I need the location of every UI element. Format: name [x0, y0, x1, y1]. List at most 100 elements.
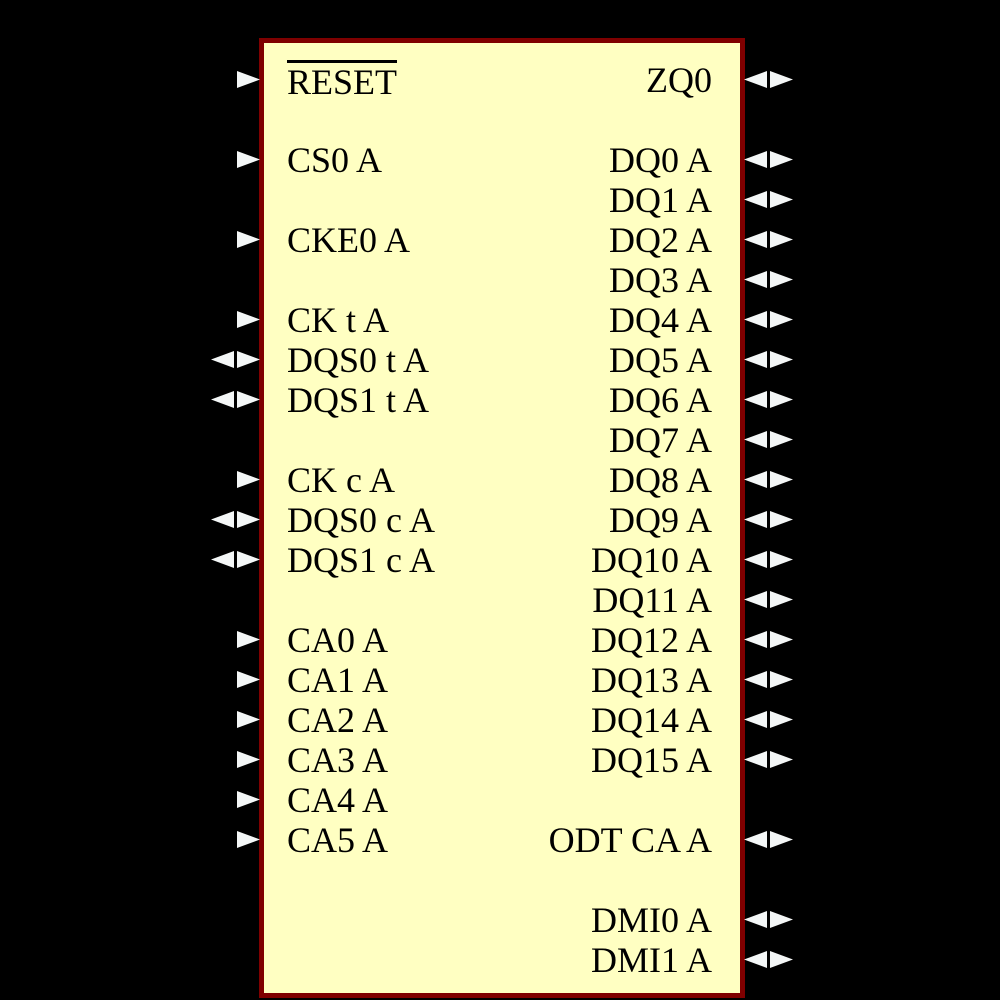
- pin-label: CA4 A: [287, 780, 389, 820]
- pin-label: DQ13 A: [590, 660, 712, 700]
- arrowhead-left-icon: [744, 831, 767, 848]
- input-arrow-icon: [237, 231, 260, 248]
- arrowhead-left-icon: [744, 711, 767, 728]
- pin-label: DQ5 A: [608, 340, 712, 380]
- bidirectional-arrow-icon: [744, 631, 793, 648]
- arrowhead-right-icon: [770, 431, 793, 448]
- arrowhead-right-icon: [237, 231, 260, 248]
- arrowhead-right-icon: [770, 271, 793, 288]
- arrowhead-left-icon: [744, 911, 767, 928]
- bidirectional-arrow-icon: [744, 391, 793, 408]
- pin-label: DQ7 A: [608, 420, 712, 460]
- arrowhead-right-icon: [237, 631, 260, 648]
- pin-label: DQS1 c A: [287, 540, 436, 580]
- arrowhead-right-icon: [770, 711, 793, 728]
- pin-label: DQ2 A: [608, 220, 712, 260]
- arrowhead-right-icon: [237, 351, 260, 368]
- arrowhead-left-icon: [744, 431, 767, 448]
- pin-label: DQ3 A: [608, 260, 712, 300]
- arrowhead-left-icon: [744, 631, 767, 648]
- bidirectional-arrow-icon: [211, 511, 260, 528]
- pin-label: DQ6 A: [608, 380, 712, 420]
- bidirectional-arrow-icon: [744, 591, 793, 608]
- arrowhead-right-icon: [770, 671, 793, 688]
- pin-label: CK c A: [287, 460, 395, 500]
- chip-symbol-body[interactable]: [259, 38, 745, 998]
- arrowhead-right-icon: [237, 511, 260, 528]
- bidirectional-arrow-icon: [744, 671, 793, 688]
- arrowhead-right-icon: [770, 191, 793, 208]
- input-arrow-icon: [237, 631, 260, 648]
- pin-label: ZQ0: [646, 60, 712, 100]
- arrowhead-right-icon: [237, 751, 260, 768]
- pin-label: CS0 A: [287, 140, 383, 180]
- input-arrow-icon: [237, 471, 260, 488]
- arrowhead-left-icon: [744, 231, 767, 248]
- arrowhead-right-icon: [770, 71, 793, 88]
- pin-label: DQS0 t A: [287, 340, 430, 380]
- arrowhead-left-icon: [744, 591, 767, 608]
- pin-label: CKE0 A: [287, 220, 411, 260]
- pin-label: DQ1 A: [608, 180, 712, 220]
- bidirectional-arrow-icon: [744, 711, 793, 728]
- pin-label: DQS1 t A: [287, 380, 430, 420]
- pin-label: CA0 A: [287, 620, 389, 660]
- bidirectional-arrow-icon: [744, 751, 793, 768]
- arrowhead-right-icon: [770, 831, 793, 848]
- bidirectional-arrow-icon: [744, 831, 793, 848]
- bidirectional-arrow-icon: [744, 431, 793, 448]
- pin-label: DQ8 A: [608, 460, 712, 500]
- arrowhead-right-icon: [770, 631, 793, 648]
- bidirectional-arrow-icon: [744, 231, 793, 248]
- pin-label: DQ14 A: [590, 700, 712, 740]
- arrowhead-left-icon: [744, 671, 767, 688]
- arrowhead-left-icon: [744, 751, 767, 768]
- pin-label: CA5 A: [287, 820, 389, 860]
- arrowhead-right-icon: [770, 151, 793, 168]
- bidirectional-arrow-icon: [744, 271, 793, 288]
- arrowhead-left-icon: [744, 551, 767, 568]
- arrowhead-left-icon: [744, 351, 767, 368]
- bidirectional-arrow-icon: [211, 551, 260, 568]
- arrowhead-right-icon: [770, 391, 793, 408]
- input-arrow-icon: [237, 711, 260, 728]
- input-arrow-icon: [237, 831, 260, 848]
- arrowhead-right-icon: [770, 591, 793, 608]
- arrowhead-left-icon: [211, 551, 234, 568]
- arrowhead-left-icon: [211, 391, 234, 408]
- pin-label: RESET: [287, 60, 398, 102]
- pin-label: DQ9 A: [608, 500, 712, 540]
- bidirectional-arrow-icon: [744, 71, 793, 88]
- bidirectional-arrow-icon: [744, 191, 793, 208]
- active-low-overline: RESET: [287, 60, 398, 102]
- pin-label: DMI1 A: [590, 940, 712, 980]
- arrowhead-right-icon: [237, 791, 260, 808]
- pin-label: DMI0 A: [590, 900, 712, 940]
- pin-label: DQ11 A: [592, 580, 712, 620]
- input-arrow-icon: [237, 791, 260, 808]
- pin-label: DQ10 A: [590, 540, 712, 580]
- arrowhead-left-icon: [744, 191, 767, 208]
- arrowhead-right-icon: [770, 751, 793, 768]
- arrowhead-right-icon: [237, 151, 260, 168]
- bidirectional-arrow-icon: [744, 351, 793, 368]
- arrowhead-left-icon: [744, 391, 767, 408]
- bidirectional-arrow-icon: [744, 311, 793, 328]
- pin-label: CA1 A: [287, 660, 389, 700]
- pin-label: DQ12 A: [590, 620, 712, 660]
- bidirectional-arrow-icon: [744, 911, 793, 928]
- input-arrow-icon: [237, 151, 260, 168]
- pin-label: DQ4 A: [608, 300, 712, 340]
- arrowhead-right-icon: [770, 951, 793, 968]
- arrowhead-right-icon: [237, 471, 260, 488]
- bidirectional-arrow-icon: [211, 351, 260, 368]
- arrowhead-right-icon: [770, 511, 793, 528]
- pin-label: DQ15 A: [590, 740, 712, 780]
- input-arrow-icon: [237, 751, 260, 768]
- bidirectional-arrow-icon: [744, 511, 793, 528]
- bidirectional-arrow-icon: [744, 151, 793, 168]
- arrowhead-right-icon: [237, 71, 260, 88]
- arrowhead-right-icon: [770, 471, 793, 488]
- arrowhead-right-icon: [770, 311, 793, 328]
